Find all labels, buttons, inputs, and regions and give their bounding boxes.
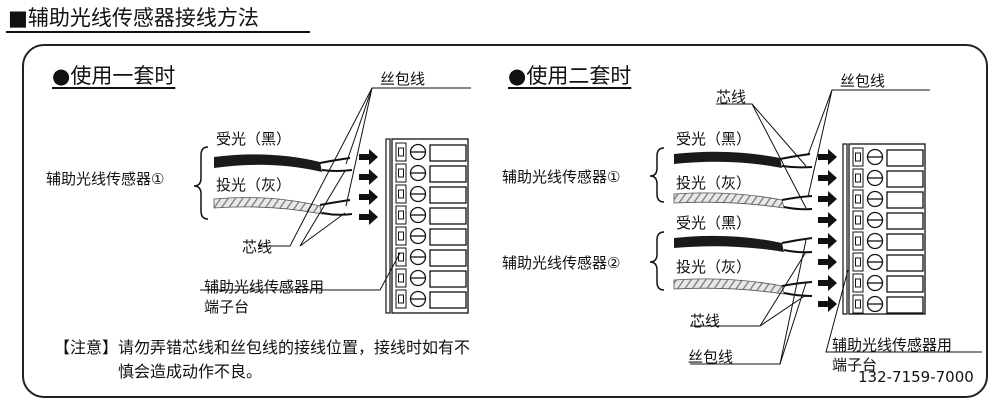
caution-note-line2: 慎会造成动作不良。: [118, 362, 263, 381]
sensor1-emit-label: 投光（灰）: [676, 174, 752, 192]
diagram-frame: [22, 44, 988, 398]
sensor2-receive-label: 受光（黑）: [676, 214, 752, 232]
sensor2-label: 辅助光线传感器②: [502, 254, 621, 272]
two-sets-core-wire-label-top: 芯线: [716, 88, 747, 106]
one-set-receive-label: 受光（黑）: [216, 130, 292, 148]
two-sets-core-wire-label-bottom: 芯线: [690, 312, 721, 330]
one-set-title: ●使用一套时: [52, 64, 176, 88]
one-set-terminal-label-2: 端子台: [204, 298, 250, 316]
two-sets-shield-wire-label-bottom: 丝包线: [688, 348, 734, 366]
one-set-terminal-label-1: 辅助光线传感器用: [204, 278, 325, 296]
sensor1-receive-label: 受光（黑）: [676, 130, 752, 148]
two-sets-terminal-label-1: 辅助光线传感器用: [832, 336, 953, 354]
sensor2-emit-label: 投光（灰）: [676, 258, 752, 276]
title-underline: [6, 31, 310, 33]
two-sets-terminal-label-2: 端子台: [832, 356, 878, 374]
one-set-emit-label: 投光（灰）: [216, 176, 292, 194]
one-set-sensor-label: 辅助光线传感器①: [46, 170, 165, 188]
page-title: ■辅助光线传感器接线方法: [8, 6, 259, 30]
two-sets-title: ●使用二套时: [508, 64, 632, 88]
two-sets-shield-wire-label-top: 丝包线: [840, 72, 886, 90]
one-set-core-wire-label: 芯线: [242, 238, 273, 256]
one-set-shield-wire-label: 丝包线: [380, 70, 426, 88]
caution-note-line1: 【注意】请勿弄错芯线和丝包线的接线位置，接线时如有不: [54, 338, 471, 357]
phone-number: 132-7159-7000: [858, 368, 974, 386]
sensor1-label: 辅助光线传感器①: [502, 168, 621, 186]
